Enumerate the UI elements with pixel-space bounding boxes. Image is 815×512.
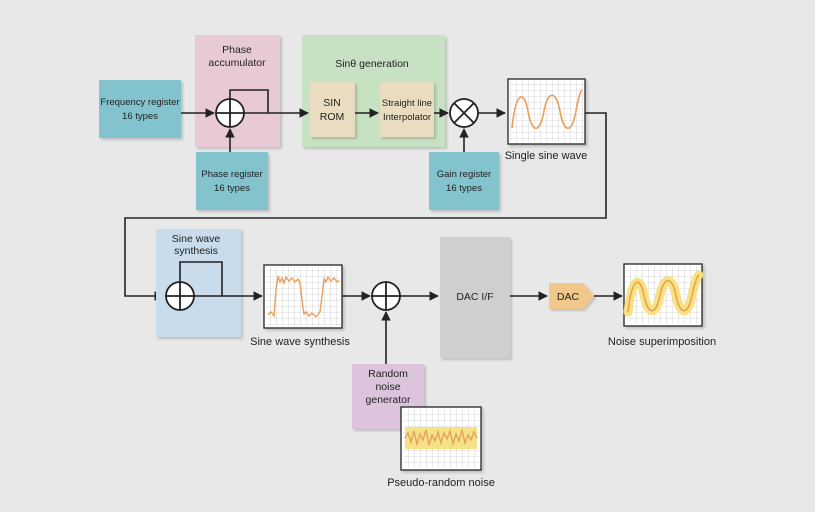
noise-waveform [404, 428, 478, 447]
multiplier-icon [449, 98, 479, 128]
dac-if-block: DAC I/F [440, 237, 510, 358]
sin-rom-label-1: SIN [323, 97, 341, 109]
phase-accumulator-label-1: Phase [222, 44, 252, 56]
straight-line-interpolator: Straight line Interpolator [380, 82, 434, 137]
frequency-register: Frequency register 16 types [99, 80, 181, 138]
sin-rom-label-2: ROM [320, 111, 345, 123]
synthesis-waveform [267, 275, 340, 319]
sine-wave-synthesis-caption: Sine wave synthesis [250, 336, 350, 348]
noise-generator-label-2: noise [375, 381, 400, 393]
gain-register-label-2: 16 types [446, 183, 482, 194]
sin-generation-title: Sinθ generation [335, 58, 409, 70]
dac-if-label: DAC I/F [456, 291, 493, 303]
arrow-icon [181, 108, 506, 152]
frequency-register-label-2: 16 types [122, 111, 158, 122]
frequency-register-label-1: Frequency register [100, 97, 179, 108]
noise-generator-label-3: generator [366, 394, 411, 406]
synthesis-block-label-1: Sine wave [172, 233, 221, 245]
phase-register: Phase register 16 types [196, 152, 268, 210]
synthesis-block-label-2: synthesis [174, 245, 218, 257]
synthesis-feedback-line [179, 261, 223, 296]
arrow-icon [194, 291, 623, 364]
adder-icon [165, 281, 195, 311]
gain-register-label-1: Gain register [437, 169, 491, 180]
sine-waveform [511, 89, 583, 130]
sine-wave-synthesis-scope [263, 264, 343, 329]
dac-block: DAC [549, 283, 594, 309]
gain-register: Gain register 16 types [429, 152, 499, 210]
noise-superimposition-scope [623, 263, 704, 327]
adder-icon [371, 281, 401, 311]
phase-accumulator-block: Phase accumulator [195, 35, 280, 147]
pseudo-random-noise-scope [400, 406, 482, 471]
phase-register-label-2: 16 types [214, 183, 250, 194]
sin-rom: SIN ROM [310, 82, 355, 137]
interpolator-label-1: Straight line [382, 98, 432, 109]
adder-icon [215, 98, 245, 128]
wraparound-connector [124, 112, 607, 301]
phase-register-label-1: Phase register [201, 169, 262, 180]
interpolator-label-2: Interpolator [383, 112, 431, 123]
single-sine-wave-caption: Single sine wave [505, 150, 588, 162]
sine-wave-synthesis-block: Sine wave synthesis [156, 229, 241, 337]
noisy-waveform [627, 274, 700, 313]
noise-superimposition-caption: Noise superimposition [608, 336, 716, 348]
phase-accumulator-label-2: accumulator [208, 57, 266, 69]
single-sine-wave-scope [507, 78, 586, 145]
noise-generator-label-1: Random [368, 368, 408, 380]
dac-label: DAC [557, 291, 580, 303]
pseudo-random-noise-caption: Pseudo-random noise [387, 477, 495, 489]
